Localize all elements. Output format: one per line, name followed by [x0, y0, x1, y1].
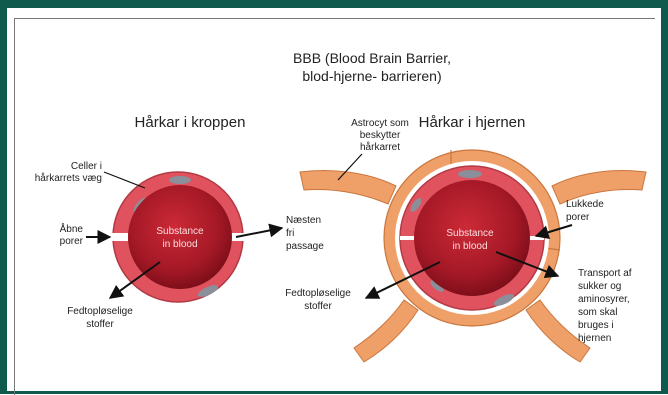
- cells-label-line-2: hårkarrets væg: [35, 172, 102, 184]
- free-passage-line-1: Næsten: [286, 215, 321, 226]
- right-fat-soluble-line-2: stoffer: [304, 301, 332, 312]
- title-line-1: BBB (Blood Brain Barrier,: [293, 50, 451, 66]
- transport-line-1: Transport af: [578, 268, 632, 279]
- free-passage-line-2: fri: [286, 228, 294, 239]
- transport-line-3: aminosyrer,: [578, 294, 630, 305]
- left-fat-soluble-line-1: Fedtopløselige: [67, 306, 133, 317]
- transport-line-5: bruges i: [578, 320, 614, 331]
- right-heading: Hårkar i hjernen: [419, 114, 526, 131]
- right-center-line-1: Substance: [446, 228, 494, 239]
- astrocyte-process-lower-left: [354, 300, 418, 362]
- open-pore-left: [112, 233, 128, 241]
- open-pores-line-2: porer: [60, 236, 84, 247]
- title-line-2: blod-hjerne- barrieren): [302, 68, 441, 84]
- cell-nucleus: [169, 176, 191, 184]
- astrocyte-label-line-2: beskytter: [360, 130, 401, 141]
- cell-nucleus: [458, 170, 482, 178]
- closed-pores-line-1: Lukkede: [566, 199, 604, 210]
- free-passage-line-3: passage: [286, 241, 324, 252]
- closed-pore-left: [400, 236, 416, 240]
- astrocyte-label-line-3: hårkarret: [360, 141, 400, 153]
- left-center-line-1: Substance: [156, 226, 204, 237]
- cells-label-line-1: Celler i: [71, 161, 102, 172]
- open-pores-line-1: Åbne: [60, 222, 84, 235]
- left-heading: Hårkar i kroppen: [135, 114, 246, 131]
- astrocyte-process-left: [300, 171, 396, 204]
- left-center-line-2: in blood: [162, 239, 197, 250]
- transport-line-4: som skal: [578, 307, 617, 318]
- transport-line-6: hjernen: [578, 333, 611, 344]
- right-center-line-2: in blood: [452, 241, 487, 252]
- astrocyte-label-line-1: Astrocyt som: [351, 118, 409, 129]
- transport-line-2: sukker og: [578, 281, 621, 292]
- closed-pore-right: [528, 236, 544, 240]
- cells-pointer-line: [104, 172, 145, 188]
- closed-pores-line-2: porer: [566, 212, 590, 223]
- right-fat-soluble-line-1: Fedtopløselige: [285, 288, 351, 299]
- left-fat-soluble-line-2: stoffer: [86, 319, 114, 330]
